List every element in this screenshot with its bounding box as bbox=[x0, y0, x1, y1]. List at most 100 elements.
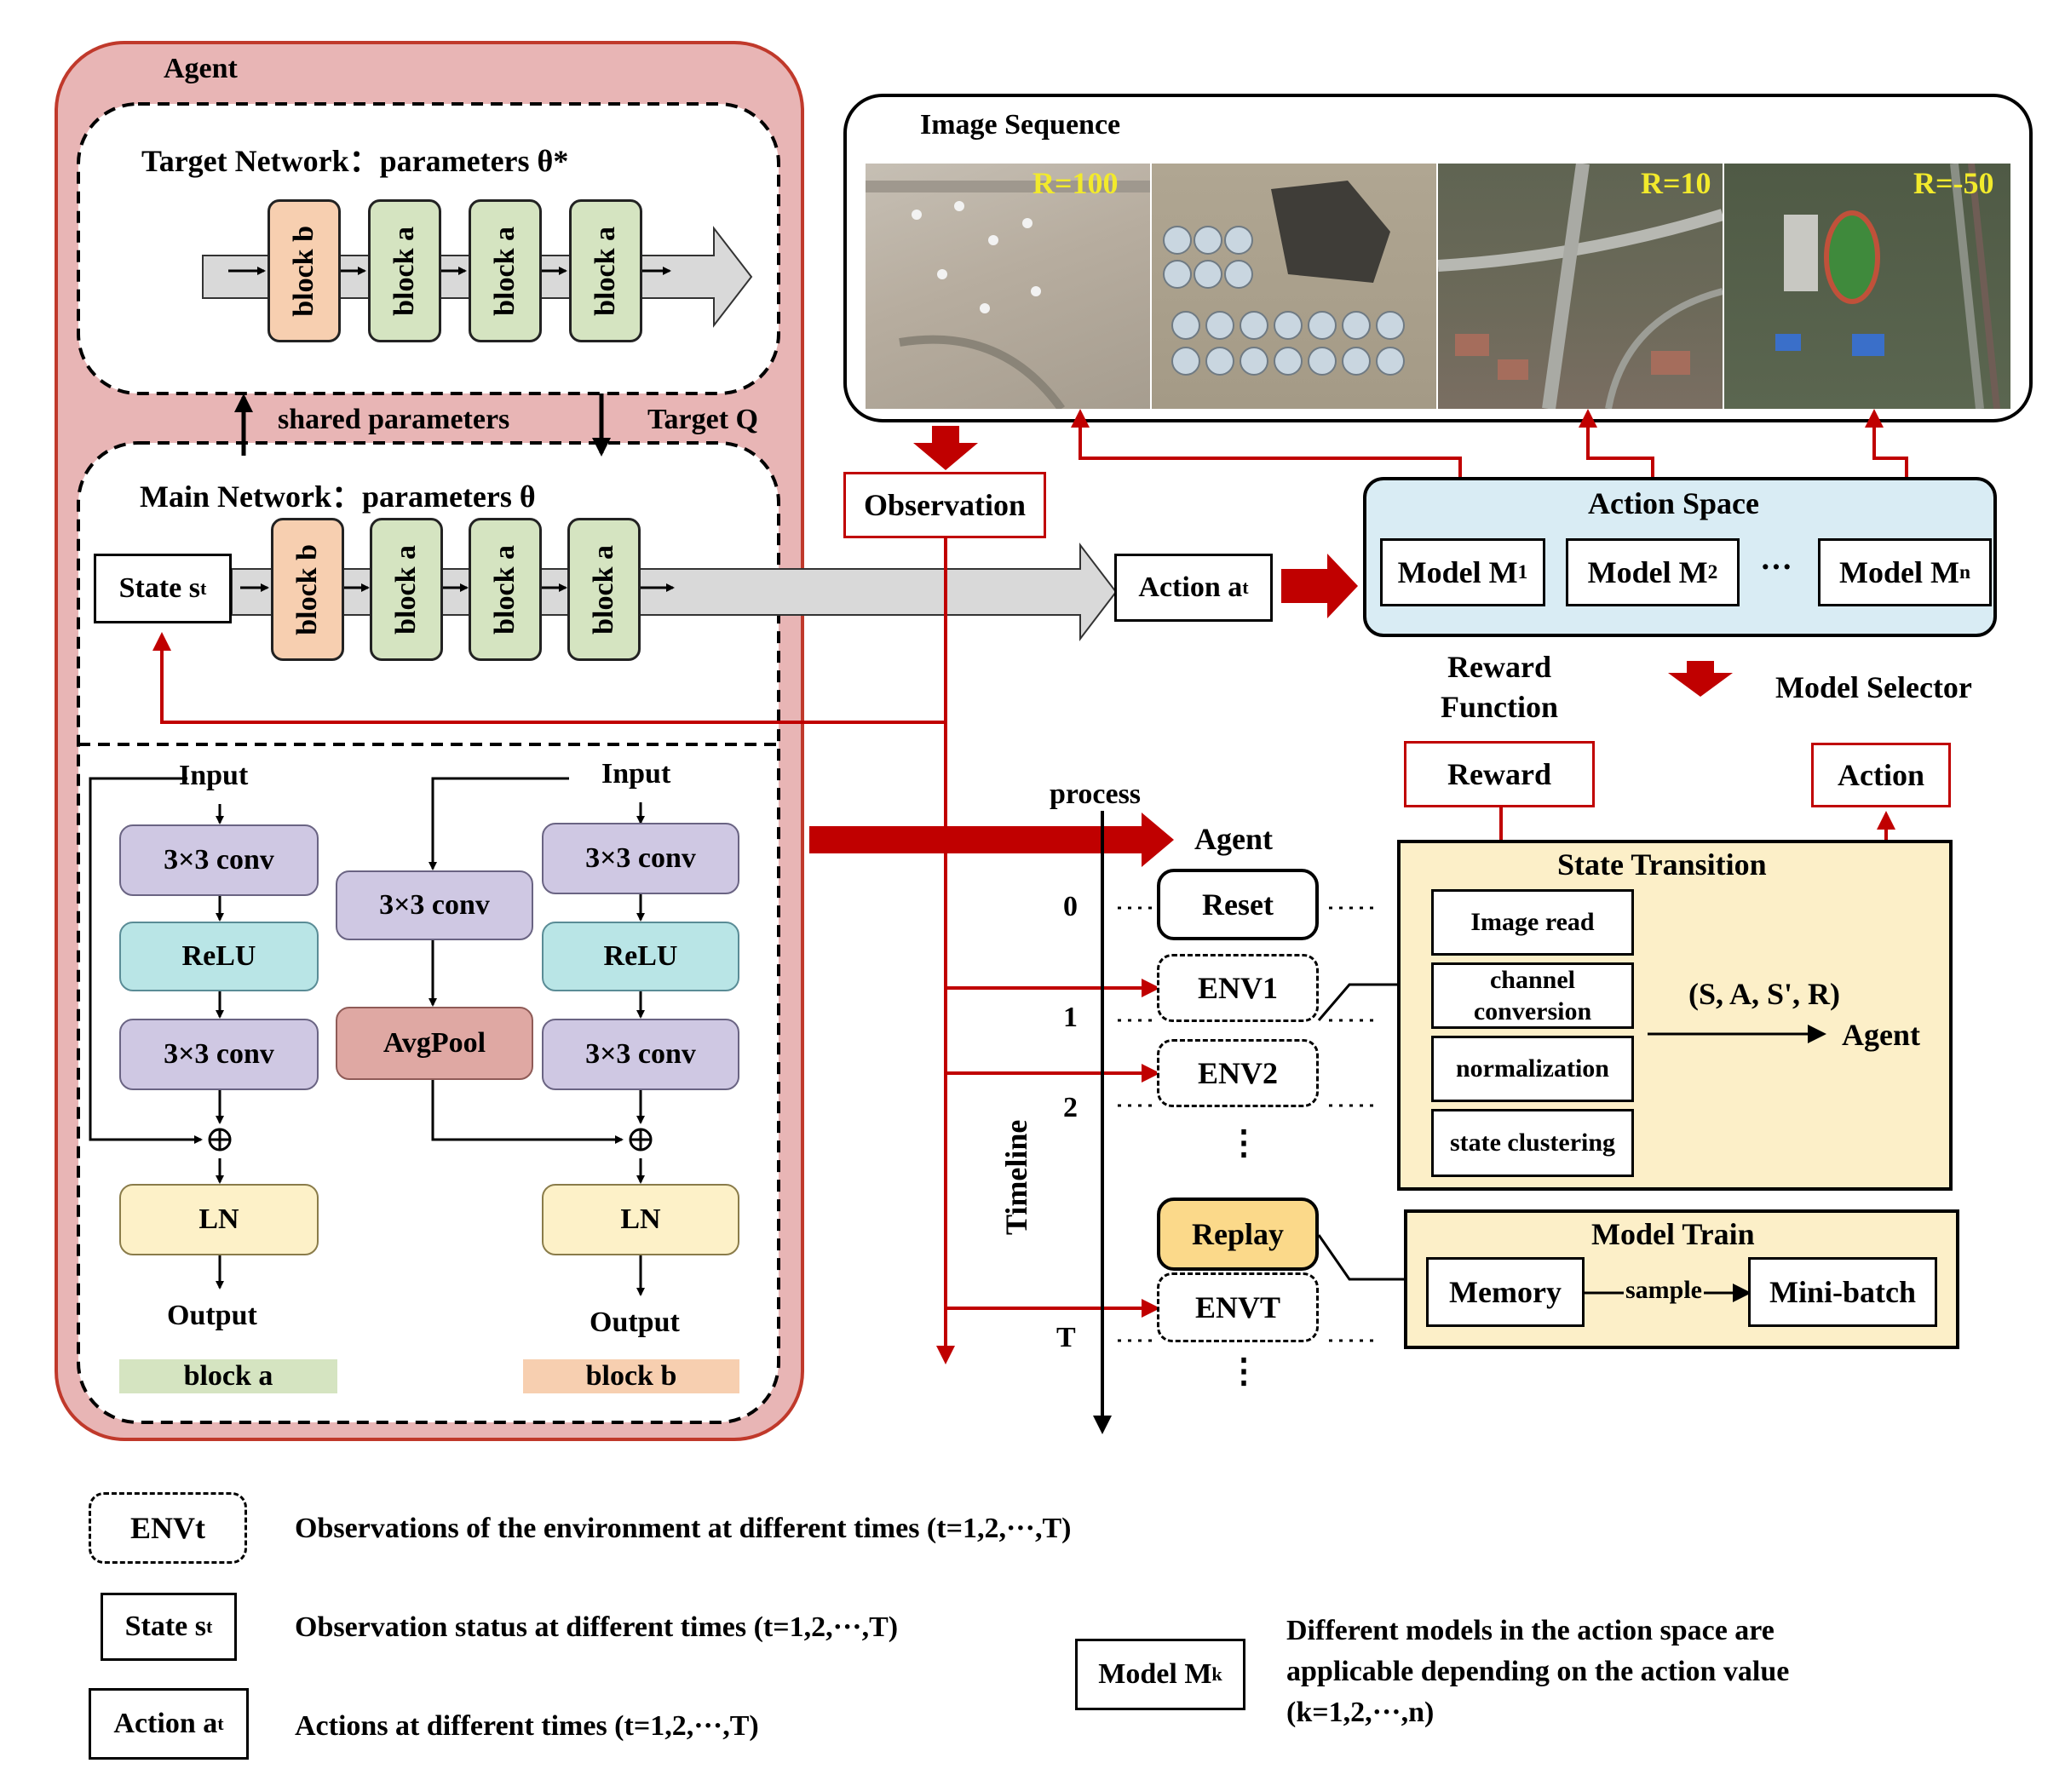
state-transition-title: State Transition bbox=[1557, 847, 1767, 882]
block-a-caption: block a bbox=[119, 1359, 337, 1393]
block-b-output-label: Output bbox=[590, 1307, 680, 1338]
timeline-vdots-1: ⋮ bbox=[1227, 1123, 1261, 1162]
action-space-title: Action Space bbox=[1588, 486, 1759, 520]
target-block-a-1: block a bbox=[368, 199, 441, 342]
block-b-input-label: Input bbox=[601, 758, 671, 790]
block-a-relu: ReLU bbox=[119, 922, 319, 991]
airport-sketch bbox=[866, 181, 1150, 409]
envt-box: ENVT bbox=[1157, 1272, 1319, 1342]
legend-model-subscript: k bbox=[1211, 1663, 1222, 1685]
main-network-label: Main Network：parameters θ bbox=[140, 480, 536, 514]
legend-action-subscript: t bbox=[217, 1713, 224, 1734]
legend-state-subscript: t bbox=[206, 1616, 213, 1637]
main-block-a-2: block a bbox=[469, 518, 542, 661]
highway-sketch bbox=[1438, 164, 1723, 409]
memory-box: Memory bbox=[1426, 1257, 1585, 1327]
replay-box: Replay bbox=[1157, 1198, 1319, 1271]
tick-t: T bbox=[1056, 1322, 1076, 1353]
legend-model-label: Model M bbox=[1098, 1658, 1212, 1690]
main-block-a-1: block a bbox=[370, 518, 443, 661]
state-label: State s bbox=[118, 572, 201, 604]
reset-box: Reset bbox=[1157, 869, 1319, 940]
model-subscript: n bbox=[1959, 560, 1970, 583]
env2-box: ENV2 bbox=[1157, 1039, 1319, 1107]
tick-1: 1 bbox=[1063, 1002, 1078, 1033]
reward-box: Reward bbox=[1404, 741, 1595, 807]
legend-action-desc: Actions at different times (t=1,2,···,T) bbox=[295, 1710, 759, 1742]
tick-2: 2 bbox=[1063, 1092, 1078, 1123]
action-to-space-arrow bbox=[1281, 554, 1358, 618]
target-network-label: Target Network：parameters θ* bbox=[141, 144, 569, 178]
campus-sketch bbox=[1775, 164, 2000, 409]
legend-model-desc-3: (k=1,2,···,n) bbox=[1286, 1697, 1435, 1728]
channel-conversion-step: channel conversion bbox=[1431, 962, 1634, 1029]
block-a-input-label: Input bbox=[179, 760, 249, 791]
model-selector-label: Model Selector bbox=[1775, 670, 1972, 704]
block-b-ln: LN bbox=[542, 1184, 739, 1255]
transition-tuple: (S, A, S', R) bbox=[1688, 977, 1841, 1011]
image-sequence-title: Image Sequence bbox=[920, 109, 1121, 141]
tick-0: 0 bbox=[1063, 891, 1078, 922]
shared-parameters-label: shared parameters bbox=[278, 404, 510, 435]
block-label: block a bbox=[390, 544, 422, 635]
action-label: Action a bbox=[1138, 571, 1243, 603]
action-space-ellipsis: ··· bbox=[1760, 549, 1793, 585]
model-selector-arrow bbox=[1668, 661, 1733, 697]
legend-envt-desc: Observations of the environment at diffe… bbox=[295, 1513, 1072, 1544]
block-b-caption: block b bbox=[523, 1359, 739, 1393]
main-block-a-3: block a bbox=[567, 518, 641, 661]
action-output-box: Action bbox=[1811, 743, 1951, 807]
timeline-axis-label: Timeline bbox=[999, 1119, 1033, 1235]
legend-model-desc-2: applicable depending on the action value bbox=[1286, 1656, 1790, 1687]
target-block-a-3: block a bbox=[569, 199, 642, 342]
block-label: block a bbox=[590, 226, 621, 316]
model-label: Model M bbox=[1397, 555, 1518, 589]
legend-model-desc-1: Different models in the action space are bbox=[1286, 1615, 1775, 1646]
model-label: Model M bbox=[1587, 555, 1708, 589]
block-a-output-label: Output bbox=[167, 1300, 257, 1331]
minibatch-box: Mini-batch bbox=[1748, 1257, 1937, 1327]
main-block-b: block b bbox=[271, 518, 344, 661]
block-label: block a bbox=[489, 226, 521, 316]
target-q-label: Target Q bbox=[647, 404, 759, 435]
agent-to-timeline-arrow bbox=[809, 813, 1174, 867]
image-to-observation-arrow bbox=[913, 426, 978, 470]
model-label: Model M bbox=[1839, 555, 1959, 589]
reward-function-label: Reward Function bbox=[1440, 650, 1559, 724]
reward-tag-4: R=-50 bbox=[1913, 166, 1994, 200]
observation-box: Observation bbox=[843, 472, 1046, 538]
reward-tag-3: R=10 bbox=[1641, 166, 1711, 200]
agent-title: Agent bbox=[164, 53, 238, 84]
legend-action-label: Action a bbox=[113, 1708, 218, 1739]
model-train-title: Model Train bbox=[1591, 1217, 1755, 1251]
image-read-step: Image read bbox=[1431, 889, 1634, 956]
image-storage-tanks bbox=[1152, 164, 1436, 409]
sample-label: sample bbox=[1624, 1276, 1704, 1305]
block-b-conv-1: 3×3 conv bbox=[542, 823, 739, 894]
normalization-step: normalization bbox=[1431, 1036, 1634, 1102]
block-label: block b bbox=[288, 225, 319, 317]
block-label: block a bbox=[588, 544, 619, 635]
model-subscript: 1 bbox=[1517, 560, 1528, 583]
tanks-sketch bbox=[1163, 181, 1405, 376]
image-campus: R=-50 bbox=[1724, 164, 2010, 409]
action-subscript: t bbox=[1242, 577, 1249, 598]
block-a-conv-2: 3×3 conv bbox=[119, 1019, 319, 1090]
model-subscript: 2 bbox=[1707, 560, 1718, 583]
block-label: block a bbox=[388, 226, 420, 316]
process-label: process bbox=[1050, 778, 1142, 810]
block-b-conv-2: 3×3 conv bbox=[542, 1019, 739, 1090]
block-label: block a bbox=[489, 544, 521, 635]
image-airport: R=100 bbox=[866, 164, 1150, 409]
block-a-conv-1: 3×3 conv bbox=[119, 824, 319, 896]
legend-state-label: State s bbox=[124, 1611, 207, 1642]
block-b-relu: ReLU bbox=[542, 922, 739, 991]
